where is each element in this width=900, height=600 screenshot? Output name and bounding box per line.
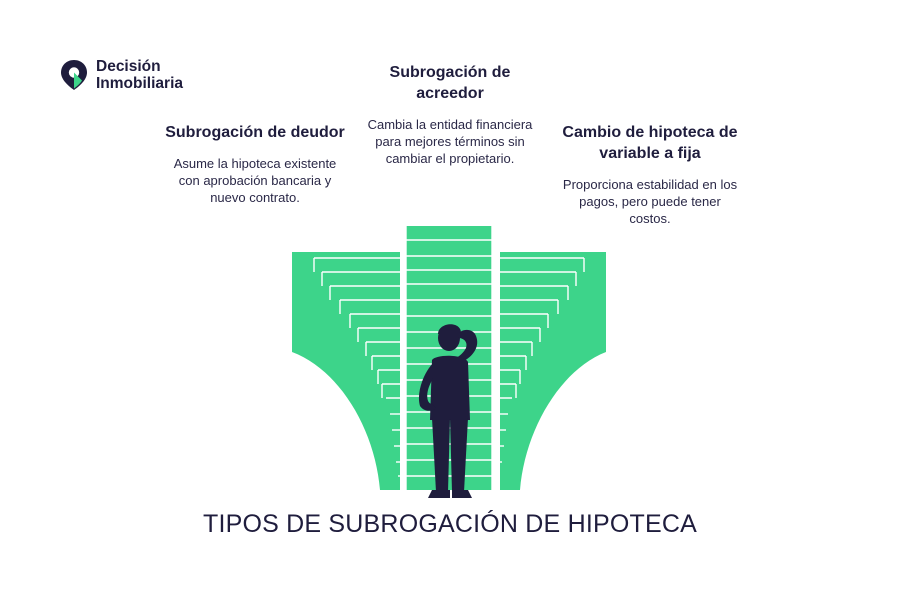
subrogation-type-creditor: Subrogación de acreedor Cambia la entida…	[360, 62, 540, 167]
location-pin-icon	[61, 60, 87, 90]
right-staircase	[500, 252, 606, 490]
left-staircase	[292, 252, 400, 490]
page-title: TIPOS DE SUBROGACIÓN DE HIPOTECA	[203, 510, 697, 538]
debtor-description: Asume la hipoteca existente con aprobaci…	[173, 156, 337, 205]
brand-name: Decisión Inmobiliaria	[96, 58, 183, 92]
brand-name-line1: Decisión	[96, 58, 161, 75]
creditor-description: Cambia la entidad financiera para mejore…	[367, 117, 533, 166]
rate-change-description: Proporciona estabilidad en los pagos, pe…	[562, 177, 738, 226]
thinking-person	[418, 324, 478, 498]
debtor-title: Subrogación de deudor	[165, 124, 345, 141]
subrogation-type-rate-change: Cambio de hipoteca de variable a fija Pr…	[560, 122, 740, 227]
subrogation-type-debtor: Subrogación de deudor Asume la hipoteca …	[165, 122, 345, 206]
rate-change-title: Cambio de hipoteca de variable a fija	[562, 124, 738, 162]
brand-logo: Decisión Inmobiliaria	[60, 58, 183, 92]
stair-step-lines	[313, 226, 585, 490]
creditor-title: Subrogación de acreedor	[389, 64, 511, 102]
brand-name-line2: Inmobiliaria	[96, 75, 183, 92]
